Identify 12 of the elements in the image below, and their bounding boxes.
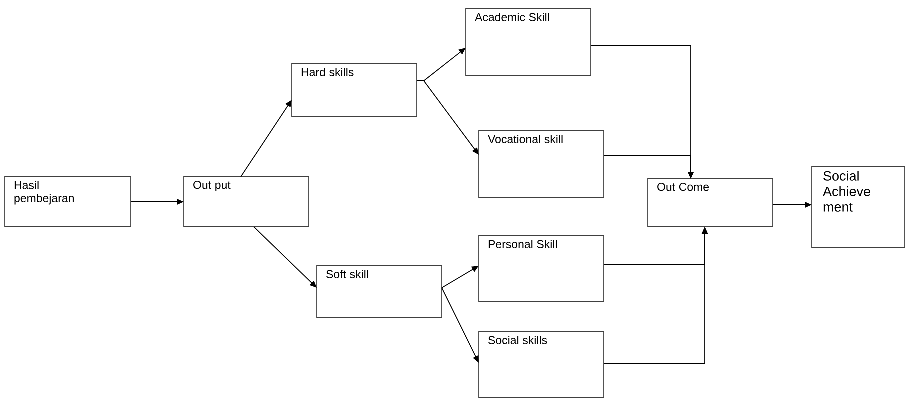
process-box: Hard skills: [292, 64, 418, 118]
process-box: Social skills: [478, 332, 604, 398]
process-box: Academic Skill: [466, 8, 592, 76]
process-box: Out Come: [648, 178, 774, 228]
process-box: Out put: [184, 176, 310, 228]
process-box: Social Achieve ment: [812, 166, 906, 248]
process-box: Vocational skill: [478, 130, 604, 198]
arrow: [416, 80, 479, 155]
process-box: Personal Skill: [478, 236, 604, 302]
arrow: [254, 226, 317, 288]
process-box: Soft skill: [316, 266, 442, 318]
process-box: Hasil pembejaran: [4, 176, 132, 228]
